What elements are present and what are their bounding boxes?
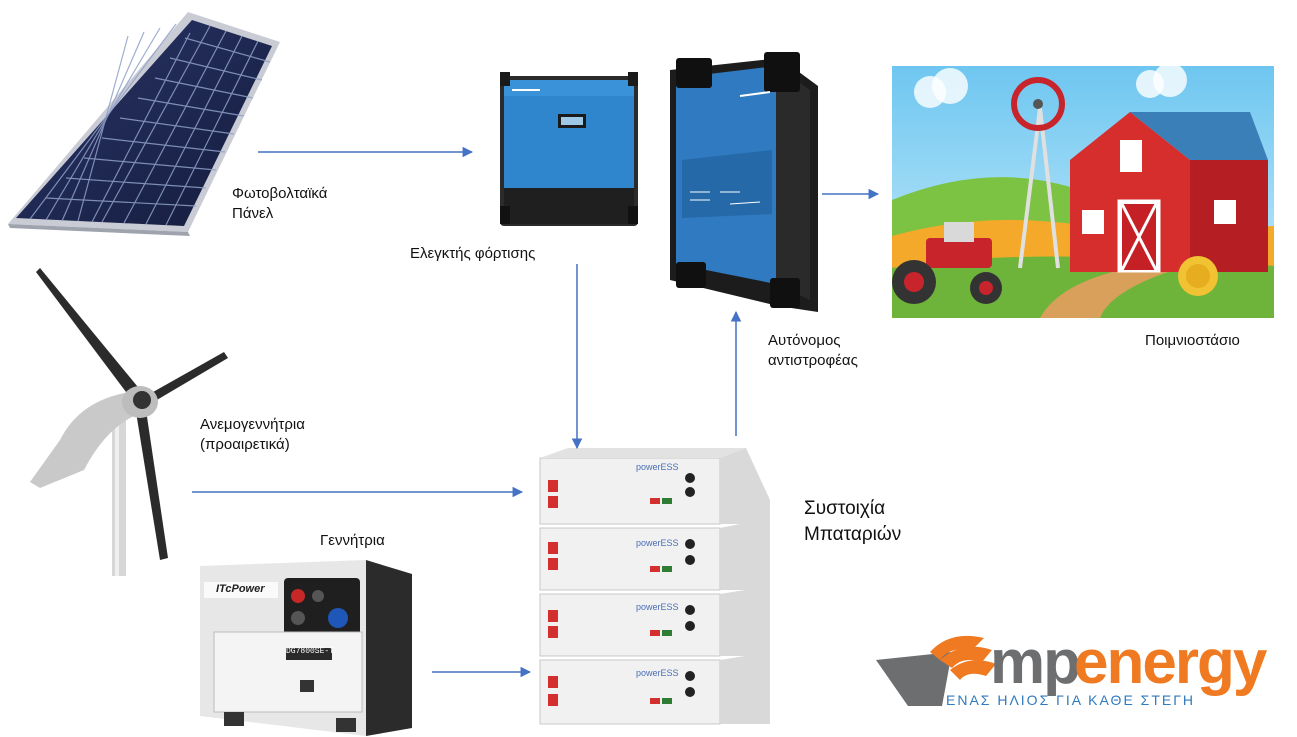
barn-scene-image bbox=[892, 63, 1274, 318]
barn-label: Ποιμνιοστάσιο bbox=[1145, 332, 1240, 349]
inverter-label-line1: Αυτόνομος bbox=[768, 332, 841, 349]
solar-panel-label: Φωτοβολταϊκά Πάνελ bbox=[232, 184, 327, 224]
logo-mp-text: mp bbox=[990, 628, 1081, 697]
battery-brand-text-2: powerESS bbox=[636, 538, 679, 548]
generator-image bbox=[200, 560, 412, 736]
battery-brand-text-3: powerESS bbox=[636, 602, 679, 612]
battery-brand-text-1: powerESS bbox=[636, 462, 679, 472]
wind-turbine-label: Ανεμογεννήτρια (προαιρετικά) bbox=[200, 415, 305, 455]
battery-module-1 bbox=[539, 448, 770, 525]
generator-label: Γεννήτρια bbox=[320, 532, 385, 549]
inverter-label-line2: αντιστροφέας bbox=[768, 352, 858, 369]
battery-brand-text-4: powerESS bbox=[636, 668, 679, 678]
generator-brand-text: ITcPower bbox=[216, 583, 265, 595]
logo-slogan-text: ΕΝΑΣ ΗΛΙΟΣ ΓΙΑ ΚΑΘΕ ΣΤΕΓΗ bbox=[946, 692, 1196, 708]
charge-controller-image bbox=[500, 72, 638, 226]
battery-stack-label: Συστοιχία Μπαταριών bbox=[804, 496, 901, 548]
wind-turbine-label-line1: Ανεμογεννήτρια bbox=[200, 416, 305, 433]
charge-controller-label: Ελεγκτής φόρτισης bbox=[410, 245, 536, 262]
battery-stack-label-line1: Συστοιχία bbox=[804, 498, 886, 519]
wind-turbine-image bbox=[30, 268, 228, 576]
battery-module-3 bbox=[539, 586, 770, 657]
battery-stack-image bbox=[539, 448, 770, 725]
solar-panel-label-line2: Πάνελ bbox=[232, 205, 274, 222]
solar-panel-label-line1: Φωτοβολταϊκά bbox=[232, 185, 328, 202]
battery-stack-label-line2: Μπαταριών bbox=[804, 524, 902, 545]
mp-energy-logo-mark bbox=[876, 635, 996, 706]
wind-turbine-label-line2: (προαιρετικά) bbox=[200, 436, 290, 453]
battery-module-2 bbox=[539, 518, 770, 591]
inverter-image bbox=[670, 52, 818, 312]
inverter-label: Αυτόνομος αντιστροφέας bbox=[768, 331, 858, 371]
solar-panel-image bbox=[8, 12, 280, 236]
connection-arrows bbox=[192, 146, 880, 678]
generator-model-text: DG7800SE-T bbox=[286, 647, 335, 656]
logo-energy-text: energy bbox=[1074, 628, 1267, 697]
battery-module-4 bbox=[539, 652, 770, 725]
